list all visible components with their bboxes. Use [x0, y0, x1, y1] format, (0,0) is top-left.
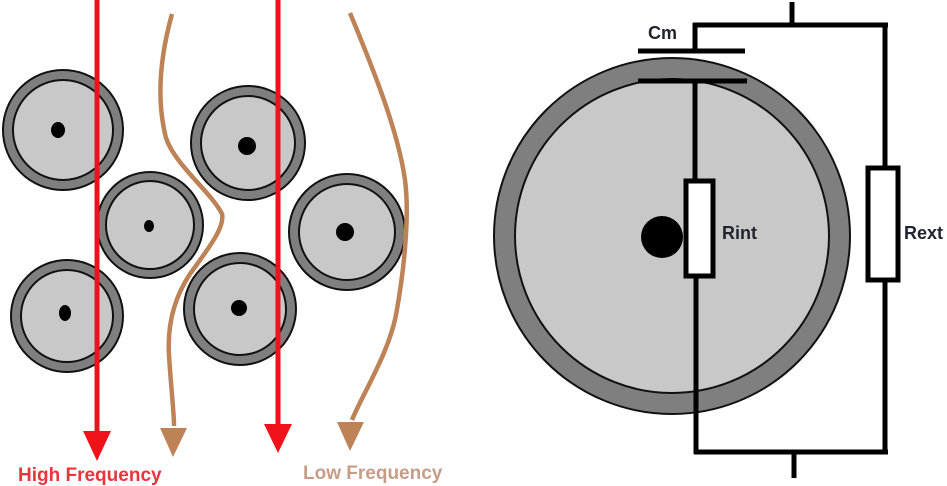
low-frequency-curve-1: [158, 13, 225, 427]
single-cell: [493, 57, 851, 415]
tissue-cells-group: [2, 69, 406, 373]
cell-middle: [96, 171, 204, 279]
high-frequency-current-paths: [83, 0, 292, 461]
equivalent-circuit: [638, 2, 901, 478]
cell-nucleus: [231, 300, 247, 316]
cell-top-middle: [190, 85, 306, 201]
cell-right: [288, 173, 406, 291]
cell-nucleus: [144, 220, 154, 232]
low-frequency-arrowhead-2: [337, 422, 364, 451]
cell-bottom-left: [10, 259, 124, 373]
low-frequency-label: Low Frequency: [303, 463, 443, 484]
rext-resistor: [865, 165, 901, 283]
high-frequency-arrowhead-1: [83, 431, 111, 461]
external-resistance-label: Rext: [904, 223, 943, 243]
membrane-capacitance-label: Cm: [648, 23, 677, 43]
cell-nucleus: [51, 122, 65, 138]
internal-resistance-label: Rint: [722, 223, 757, 243]
high-frequency-arrowhead-2: [264, 424, 292, 453]
low-frequency-current-paths: [158, 12, 409, 457]
cell-top-left: [2, 69, 124, 191]
cell-bottom-middle: [183, 252, 297, 366]
high-frequency-label: High Frequency: [18, 465, 162, 486]
cell-nucleus: [238, 137, 256, 155]
low-frequency-arrowhead-1: [160, 428, 187, 457]
cell-nucleus: [59, 305, 71, 321]
rint-resistor: [683, 178, 716, 279]
low-frequency-curve-2: [347, 12, 409, 421]
cell-nucleus: [641, 216, 683, 258]
cell-nucleus: [336, 223, 354, 241]
